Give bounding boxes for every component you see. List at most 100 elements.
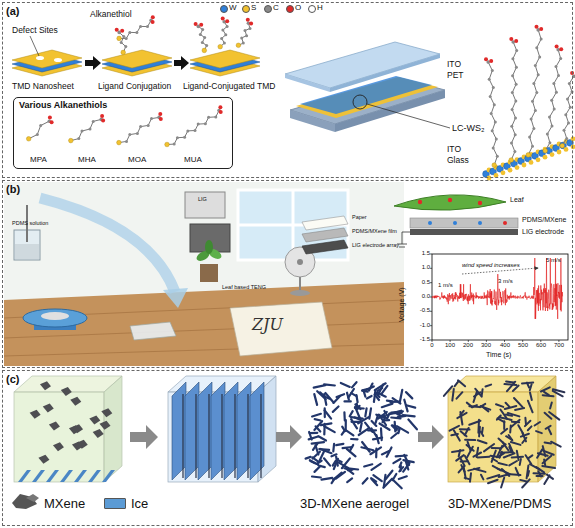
- aerogel-cubes: [343, 447, 353, 448]
- aerogel-cubes: [99, 421, 110, 430]
- annotation-label: 400: [495, 342, 515, 349]
- molecule-chains: [223, 42, 226, 45]
- aerogel-cubes: [537, 449, 542, 457]
- molecule-chains: [176, 136, 179, 139]
- lab-scene: [200, 264, 218, 282]
- aerogel-cubes: [379, 415, 386, 425]
- molecule-chains: [249, 27, 252, 30]
- annotation-label: TMD Nanosheet: [12, 82, 74, 91]
- molecule-chains: [128, 133, 131, 136]
- aerogel-cubes: [474, 391, 478, 402]
- molecule-chains: [89, 128, 92, 131]
- aerogel-cubes: [306, 457, 311, 459]
- aerogel-cubes: [528, 426, 532, 430]
- aerogel-cubes: [101, 408, 112, 417]
- teng-sketch: [448, 198, 452, 202]
- aerogel-cubes: [321, 423, 331, 425]
- molecule-chains: [532, 127, 535, 130]
- molecule-chains: [545, 50, 561, 151]
- mxene-flake-sample: [26, 494, 39, 502]
- aerogel-cubes: [528, 455, 532, 458]
- aerogel-cubes: [481, 475, 483, 480]
- aerogel-cubes: [518, 425, 523, 434]
- aerogel-cubes: [312, 414, 321, 417]
- aerogel-cubes: [536, 431, 542, 433]
- molecule-chains: [511, 108, 514, 111]
- molecule-chains: [92, 120, 95, 123]
- panel-frame: (a)Various AlkanethiolsMPAMHAMOAMUA: [2, 2, 573, 178]
- aerogel-cubes: [450, 426, 459, 431]
- aerogel-cubes: [312, 457, 318, 461]
- legend-swatch: [242, 5, 250, 13]
- legend-text: C: [273, 4, 279, 13]
- molecule-chains: [151, 15, 155, 19]
- molecule-chains: [492, 163, 497, 168]
- aerogel-cubes: [315, 466, 321, 472]
- molecule-chains: [555, 45, 559, 49]
- aerogel-cubes: [74, 470, 87, 482]
- aerogel-cubes: [444, 386, 452, 396]
- molecule-chains: [537, 73, 540, 76]
- molecule-chains: [244, 29, 247, 32]
- aerogel-cubes: [347, 449, 356, 457]
- aerogel-cubes: [492, 459, 497, 462]
- voltage-chart: [462, 268, 538, 274]
- aerogel-cubes: [172, 382, 186, 480]
- molecule-chains: [514, 133, 517, 136]
- aerogel-cubes: [457, 392, 463, 399]
- process-arrow: [85, 56, 189, 70]
- annotation-label: 3D-MXene/PDMS: [448, 497, 551, 511]
- aerogel-cubes: [535, 422, 540, 426]
- molecule-name: MHA: [78, 156, 96, 165]
- node-heading: (a): [6, 5, 19, 17]
- annotation-label: -1.5: [410, 336, 430, 343]
- molecule-chains: [543, 149, 548, 154]
- aerogel-cubes: [341, 383, 350, 387]
- aerogel-cubes: [486, 385, 492, 387]
- aerogel-cubes: [387, 448, 392, 457]
- molecule-chains: [494, 121, 497, 124]
- aerogel-cubes: [514, 398, 523, 407]
- aerogel-cubes: [465, 456, 470, 464]
- molecule-chains: [529, 160, 534, 165]
- aerogel-cubes: [543, 446, 546, 456]
- molecule-chains: [225, 19, 229, 23]
- aerogel-cubes: [393, 480, 401, 488]
- aerogel-cubes: [480, 404, 485, 407]
- device-stack: [300, 76, 432, 114]
- molecule-chains: [546, 132, 549, 135]
- aerogel-cubes: [346, 430, 353, 435]
- molecule-chains: [194, 129, 197, 132]
- aerogel-cubes: [498, 463, 507, 465]
- aerogel-cubes: [372, 421, 377, 426]
- nanosheet: [36, 56, 44, 60]
- molecule-chains: [224, 33, 227, 36]
- molecule-chains: [501, 170, 506, 175]
- molecule-chains: [534, 64, 537, 67]
- molecule-chains: [515, 49, 518, 52]
- molecule-chains: [559, 47, 563, 51]
- aerogel-cubes: [477, 420, 480, 433]
- molecule-chains: [199, 33, 202, 36]
- aerogel-cubes: [399, 466, 402, 471]
- aerogel-cubes: [528, 401, 533, 413]
- teng-sketch: [428, 221, 432, 225]
- teng-sketch: [394, 195, 518, 247]
- aerogel-cubes: [250, 382, 264, 480]
- aerogel-cubes: [403, 460, 413, 462]
- molecule-chains: [201, 41, 204, 44]
- molecule-chains: [197, 123, 200, 126]
- aerogel-cubes: [553, 391, 563, 396]
- molecule-chains: [71, 119, 101, 140]
- molecule-chains: [119, 32, 126, 52]
- molecule-chains: [122, 35, 125, 38]
- aerogel-cubes: [351, 419, 357, 428]
- lab-scene: [4, 182, 404, 302]
- aerogel-cubes: [336, 472, 345, 479]
- process-arrow: [130, 425, 444, 449]
- annotation-label: LIG electrode array: [352, 242, 399, 248]
- molecule-chains: [242, 42, 245, 45]
- molecule-chains: [139, 125, 142, 128]
- device-stack: [367, 104, 450, 128]
- aerogel-cubes: [314, 385, 326, 387]
